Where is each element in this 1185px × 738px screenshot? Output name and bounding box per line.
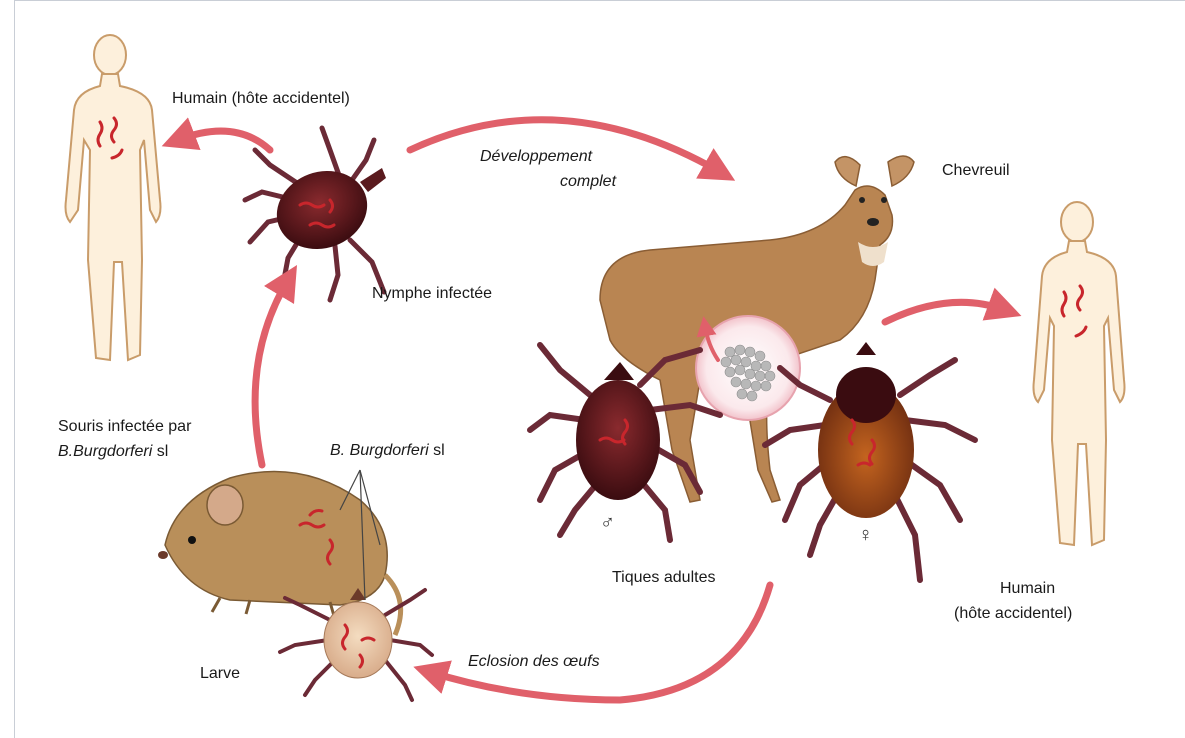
label-development-line2: complet xyxy=(560,171,616,192)
label-nymph: Nymphe infectée xyxy=(372,283,492,304)
larva-tick xyxy=(280,588,432,700)
arrow-mouse-to-nymph xyxy=(255,280,288,465)
label-bb-name: B. Burgdorferi xyxy=(330,442,429,459)
label-human-top: Humain (hôte accidentel) xyxy=(172,88,350,109)
male-symbol: ♂ xyxy=(600,512,615,535)
arrow-egg-hatching xyxy=(430,585,770,700)
arrow-adult-to-human xyxy=(885,302,1005,322)
human-right-figure xyxy=(1034,202,1125,545)
arrow-nymph-to-human xyxy=(178,131,270,150)
label-mouse-bb: B.Burgdorferi xyxy=(58,443,152,460)
human-left-figure xyxy=(66,35,161,360)
label-roe-deer: Chevreuil xyxy=(942,160,1010,181)
label-mouse-line2: B.Burgdorferi sl xyxy=(58,441,168,462)
label-human-right-line2: (hôte accidentel) xyxy=(954,603,1072,624)
label-bb-sl: sl xyxy=(429,442,445,459)
nymph-tick xyxy=(245,128,386,300)
label-mouse-line1: Souris infectée par xyxy=(58,416,191,437)
label-adult-ticks: Tiques adultes xyxy=(612,567,715,588)
label-mouse-sl: sl xyxy=(152,443,168,460)
label-larva: Larve xyxy=(200,663,240,684)
label-human-right-line1: Humain xyxy=(1000,578,1055,599)
label-bb: B. Burgdorferi sl xyxy=(330,440,445,461)
label-development-line1: Développement xyxy=(480,146,592,167)
label-egg-hatching: Eclosion des œufs xyxy=(468,651,600,672)
female-symbol: ♀ xyxy=(858,524,873,547)
